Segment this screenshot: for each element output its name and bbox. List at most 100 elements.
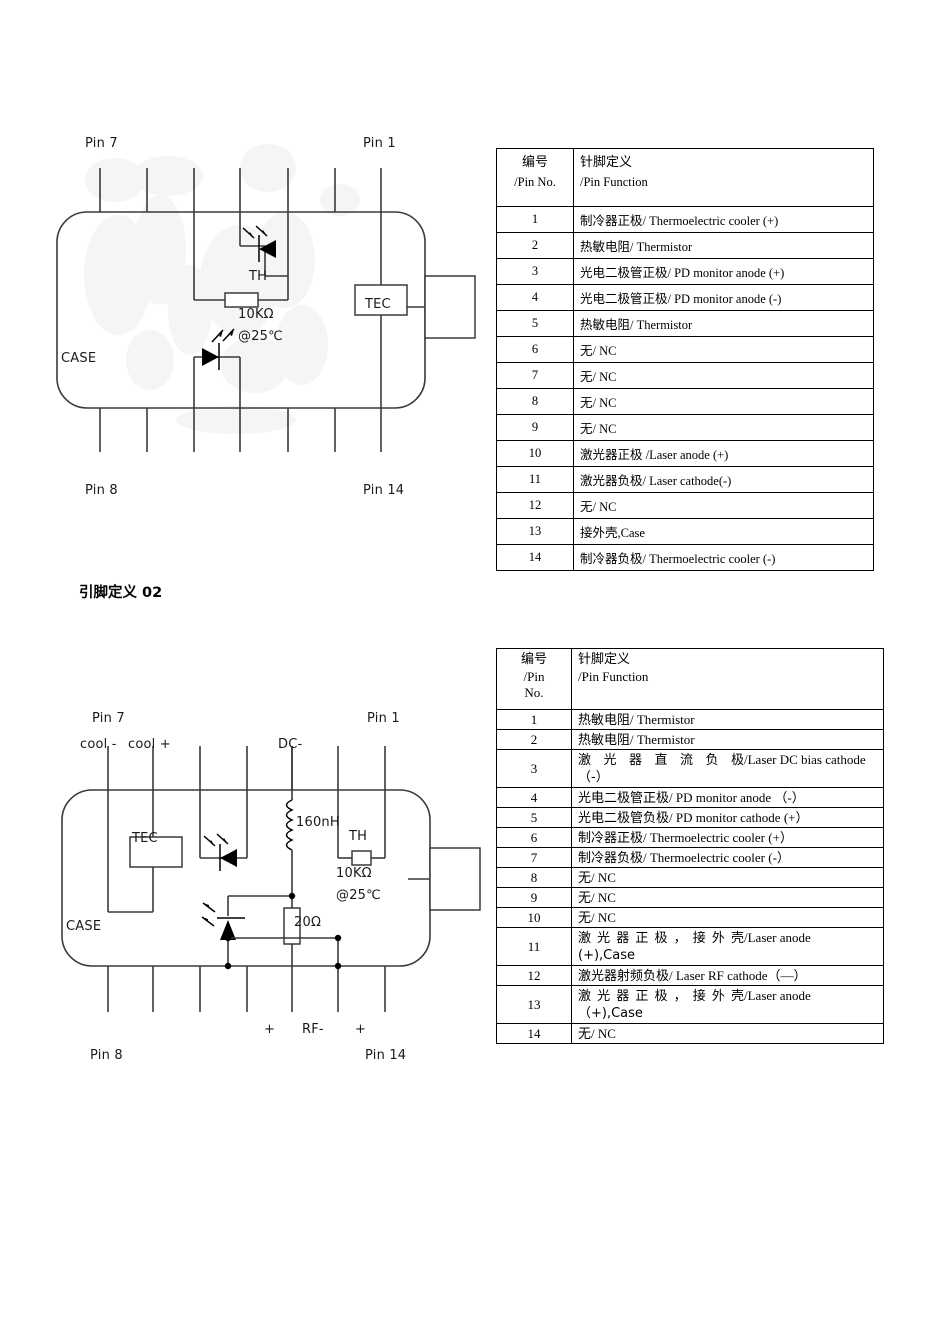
laser-diode-symbol [193,328,241,408]
top-pin-leads-2 [107,746,386,790]
pin-number-cell: 3 [496,749,572,788]
diagram2-cool-plus-label: cool + [128,737,171,752]
header-pin-function: 针脚定义/Pin Function [573,148,874,207]
pin-function-cell: 无/ NC [571,887,884,908]
pin-function-cell: 热敏电阻/ Thermistor [573,232,874,259]
pin-function-cell: 激光器直流负极/Laser DC bias cathode（-） [571,749,884,788]
diagram2-pin8-label: Pin 8 [90,1048,123,1063]
pin-number-cell: 5 [496,310,574,337]
tec-symbol-2 [107,790,183,913]
diagram1-pin7-label: Pin 7 [85,136,118,151]
header-pin-no: 编号/Pin No. [496,148,574,207]
pin-number-cell: 6 [496,336,574,363]
diagram2-pin1-label: Pin 1 [367,711,400,726]
diagram2-plus-right-label: + [355,1022,367,1037]
pin-function-cell: 无/ NC [571,907,884,928]
pin-number-cell: 9 [496,414,574,441]
pin-number-cell: 1 [496,206,574,233]
pin-function-cell: 光电二极管正极/ PD monitor anode （-） [571,787,884,808]
photodiode-symbol-2 [199,790,248,871]
pin-number-cell: 6 [496,827,572,848]
pin-function-cell: 热敏电阻/ Thermistor [571,729,884,750]
pin-function-cell: 激光器正极 /Laser anode (+) [573,440,874,467]
pin-function-cell: 接外壳,Case [573,518,874,545]
pin-function-cell: 激光器负极/ Laser cathode(-) [573,466,874,493]
table-header-row: 编号/Pin No.针脚定义/Pin Function [496,148,874,207]
diagram2-inductor-value: 160nH [296,815,340,830]
inductor-symbol [285,746,294,896]
pin-number-cell: 10 [496,440,574,467]
pin-function-cell: 激光器正极，接外壳/Laser anode（+),Case [571,985,884,1024]
pin-number-cell: 2 [496,729,572,750]
diagram1-tec-label: TEC [365,297,391,312]
pin-function-cell: 光电二极管负极/ PD monitor cathode (+） [571,807,884,828]
case-outline-2 [61,789,431,967]
fiber-port [424,275,476,339]
header-pin-function: 针脚定义/Pin Function [571,648,884,710]
pin-number-cell: 4 [496,787,572,808]
pin-number-cell: 13 [496,985,572,1024]
diagram2-pin7-label: Pin 7 [92,711,125,726]
pin-number-cell: 10 [496,907,572,928]
diagram2-case-label: CASE [66,919,102,934]
fiber-port-2 [429,847,481,911]
pin-function-cell: 光电二极管正极/ PD monitor anode (-) [573,284,874,311]
pin-definition-01-schematic [56,144,476,452]
pin-number-cell: 11 [496,927,572,966]
pin-function-cell: 制冷器正极/ Thermoelectric cooler (+) [573,206,874,233]
thermistor-symbol [194,292,288,308]
pin-function-cell: 无/ NC [573,336,874,363]
pin-number-cell: 8 [496,388,574,415]
diagram2-pin14-label: Pin 14 [365,1048,407,1063]
diagram2-tec-label: TEC [132,831,158,846]
pin-number-cell: 9 [496,887,572,908]
diagram2-cool-minus-label: cool - [80,737,117,752]
thermistor-symbol-2 [337,790,386,866]
pin-number-cell: 13 [496,518,574,545]
pin-function-cell: 无/ NC [573,362,874,389]
pin-number-cell: 14 [496,1023,572,1044]
watermark [84,144,360,434]
diagram2-resistor-value: 20Ω [294,915,322,930]
pin-number-cell: 7 [496,847,572,868]
diagram1-pin14-label: Pin 14 [363,483,405,498]
diagram2-thermistor-value: 10KΩ [336,866,372,881]
section-heading-pin-definition-02: 引脚定义 02 [79,585,163,601]
diagram1-case-label: CASE [61,351,97,366]
pin-number-cell: 7 [496,362,574,389]
pin-function-cell: 激光器正极，接外壳/Laser anode(+),Case [571,927,884,966]
pin-definition-02-schematic [61,746,481,1012]
pin-number-cell: 2 [496,232,574,259]
diagram2-rf-minus-label: RF- [302,1022,324,1037]
diagram1-pin8-label: Pin 8 [85,483,118,498]
pin-function-cell: 无/ NC [571,1023,884,1044]
pin-function-cell: 热敏电阻/ Thermistor [573,310,874,337]
pin-number-cell: 4 [496,284,574,311]
bottom-pin-leads [99,408,382,452]
pin-function-cell: 热敏电阻/ Thermistor [571,709,884,730]
pin-function-cell: 激光器射频负极/ Laser RF cathode（—） [571,965,884,986]
pin-number-cell: 5 [496,807,572,828]
pin-number-cell: 14 [496,544,574,571]
pin-function-cell: 制冷器正极/ Thermoelectric cooler (+） [571,827,884,848]
pin-number-cell: 12 [496,492,574,519]
pin-number-cell: 11 [496,466,574,493]
pin-function-cell: 无/ NC [573,388,874,415]
